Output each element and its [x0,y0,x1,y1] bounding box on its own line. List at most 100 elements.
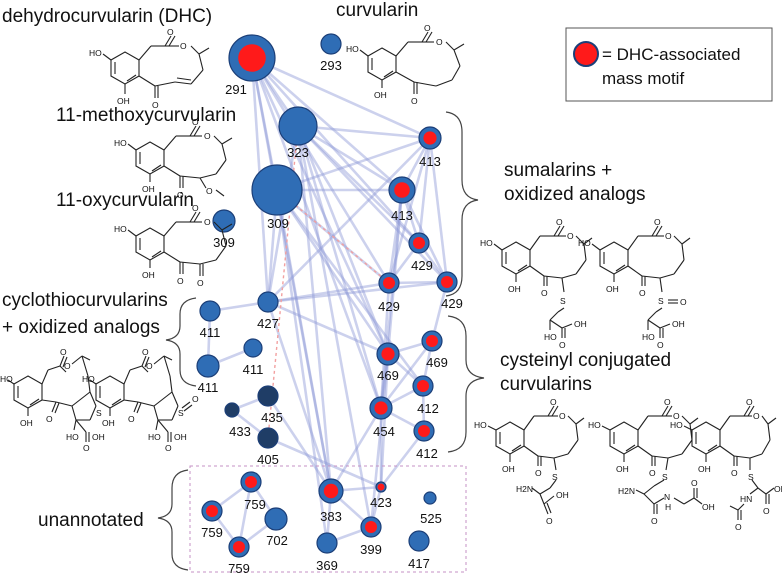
network-edge [251,57,403,191]
network-node-293: 293 [320,33,342,73]
label-curvularin: curvularin [336,0,418,21]
atom-label: OH [508,284,521,294]
network-edge [267,436,382,489]
network-edge [275,189,329,544]
atom-label: HO [114,224,127,234]
network-edge [379,340,434,409]
structure-cyclothiocurvularin-sulfoxide: HO OH O S O HO OH O O O [82,347,199,453]
atom-label: HO [480,238,493,248]
legend-text-line1: = DHC-associated [602,45,740,64]
node-motif-marker [377,483,385,491]
atom-label: OH [142,270,155,280]
node-circle [316,532,338,554]
atom-label: O [735,522,742,532]
structure-cysteinyl-1: HO OH O S H2N OH O O O [474,397,585,526]
network-node-759: 759 [228,536,250,576]
atom-label: S [552,472,558,482]
atom-label: HO [642,332,655,342]
atom-label: OH [616,464,629,474]
node-circle [320,33,342,55]
label-cyclothio-line1: cyclothiocurvularins [2,290,168,311]
atom-label: O [567,231,574,241]
node-circle [199,300,221,322]
brace-cyclothio [165,297,197,387]
network-node-759: 759 [240,471,266,512]
node-label: 411 [200,325,221,340]
network-node-323: 323 [278,106,318,160]
atom-label: O [559,411,566,421]
network-edge [417,137,432,244]
brace-sumalarins [445,111,479,297]
brace-unannotated [157,469,189,571]
node-circle [251,164,303,216]
atom-label: OH [672,319,685,329]
network-node-399: 399 [360,516,382,557]
network-edges [206,56,449,549]
network-node-411: 411 [199,300,221,340]
atom-label: O [546,516,553,526]
atom-label: O [206,186,213,196]
network-edge [250,57,333,492]
label-unannotated: unannotated [38,510,144,531]
atom-label: HO [114,138,127,148]
atom-label: OH [574,319,587,329]
node-label: 411 [243,362,264,377]
node-motif-marker [233,541,245,553]
network-node-417: 417 [408,530,430,571]
atom-label: O [753,411,760,421]
structure-methoxycurvularin: HO OH O O O O [114,117,233,200]
node-motif-marker [323,483,339,499]
node-circle [243,338,263,358]
atom-label: HO [670,420,683,430]
label-dhc: dehydrocurvularin (DHC) [2,6,212,27]
network-edge-dashed [267,125,299,439]
atom-label: HO [578,238,591,248]
atom-label: O [550,397,557,407]
label-sumalarins-line2: oxidized analogs [504,184,646,205]
node-circle [257,385,279,407]
network-node-429: 429 [378,272,400,314]
atom-label: S [96,408,102,418]
atom-label: O [664,397,671,407]
atom-label: O [436,37,443,47]
network-node-702: 702 [264,507,288,548]
atom-label: S [658,296,664,306]
network-edge [267,280,448,304]
atom-label: OH [142,184,155,194]
legend: = DHC-associated mass motif [565,27,773,102]
atom-label: HO [346,44,359,54]
network-node-427: 427 [257,291,279,331]
label-sumalarins-line1: sumalarins + [504,160,612,181]
atom-label: H2N [618,486,635,496]
node-label: 291 [225,82,247,97]
atom-label: HO [474,420,487,430]
node-circle [224,402,240,418]
node-motif-marker [238,44,266,72]
network-edge [296,125,383,409]
network-edge [428,137,449,283]
node-motif-marker [394,182,410,198]
node-label: 323 [287,145,309,160]
network-edge [297,125,420,244]
structure-sumalarin-sulfoxide: HO OH O S O HO OH O O O [578,217,691,350]
atom-label: O [142,347,149,357]
network-edge [251,57,420,244]
node-label: 423 [370,495,392,510]
atom-label: OH [20,418,33,428]
atom-label: O [192,117,199,127]
atom-label: OH [702,502,715,512]
node-label: 469 [377,368,399,383]
atom-label: O [64,361,71,371]
network-edge [267,300,389,356]
atom-label: O [197,278,204,288]
atom-label: O [763,506,770,516]
structure-curvularin: HO OH O O O [346,23,465,106]
atom-label: O [541,288,548,298]
network-edge [369,353,390,528]
legend-motif-swatch [573,41,599,67]
network-node-412: 412 [413,420,438,461]
atom-label: S [748,472,754,482]
node-label: 383 [320,509,342,524]
